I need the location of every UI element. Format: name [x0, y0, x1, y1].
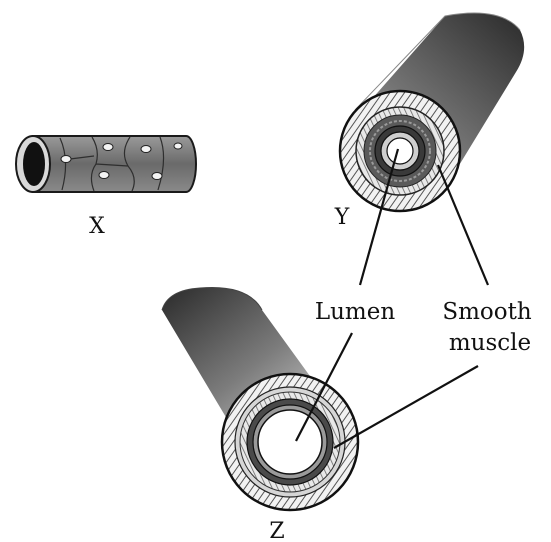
vessel-x-capillary: [16, 136, 196, 192]
smooth-muscle-pointer-z: [334, 366, 478, 448]
smooth-muscle-label-line1: Smooth: [442, 299, 532, 325]
lumen-label: Lumen: [315, 299, 396, 325]
vessel-y-label: Y: [334, 205, 350, 230]
smooth-muscle-pointer-y: [438, 165, 488, 285]
vessel-y-artery: [340, 13, 524, 211]
vessel-z-label: Z: [269, 519, 284, 542]
smooth-muscle-label-line2: muscle: [449, 330, 531, 356]
vessel-x-label: X: [89, 214, 105, 239]
